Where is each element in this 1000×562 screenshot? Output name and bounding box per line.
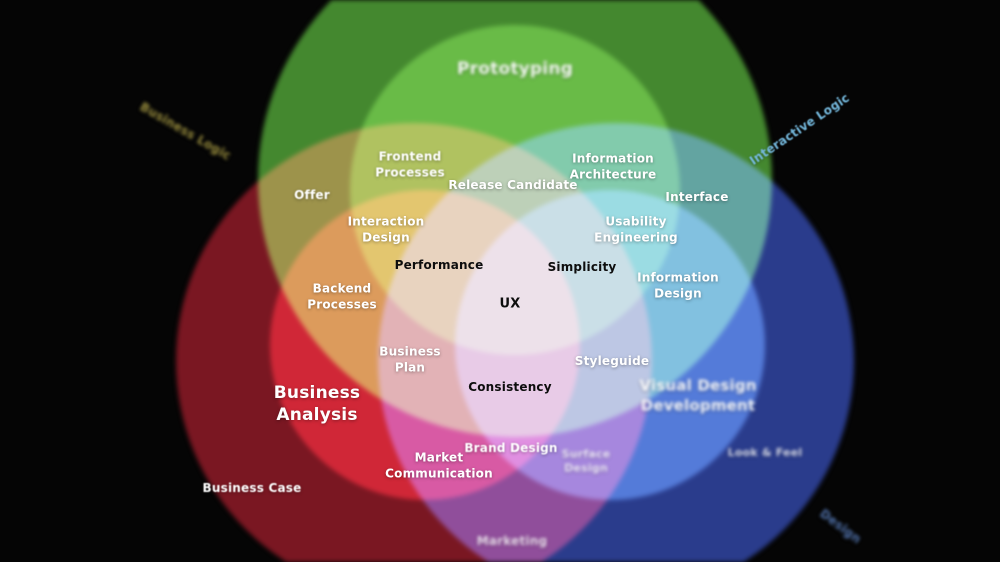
circle-visual-design-inner-blue bbox=[455, 190, 765, 500]
